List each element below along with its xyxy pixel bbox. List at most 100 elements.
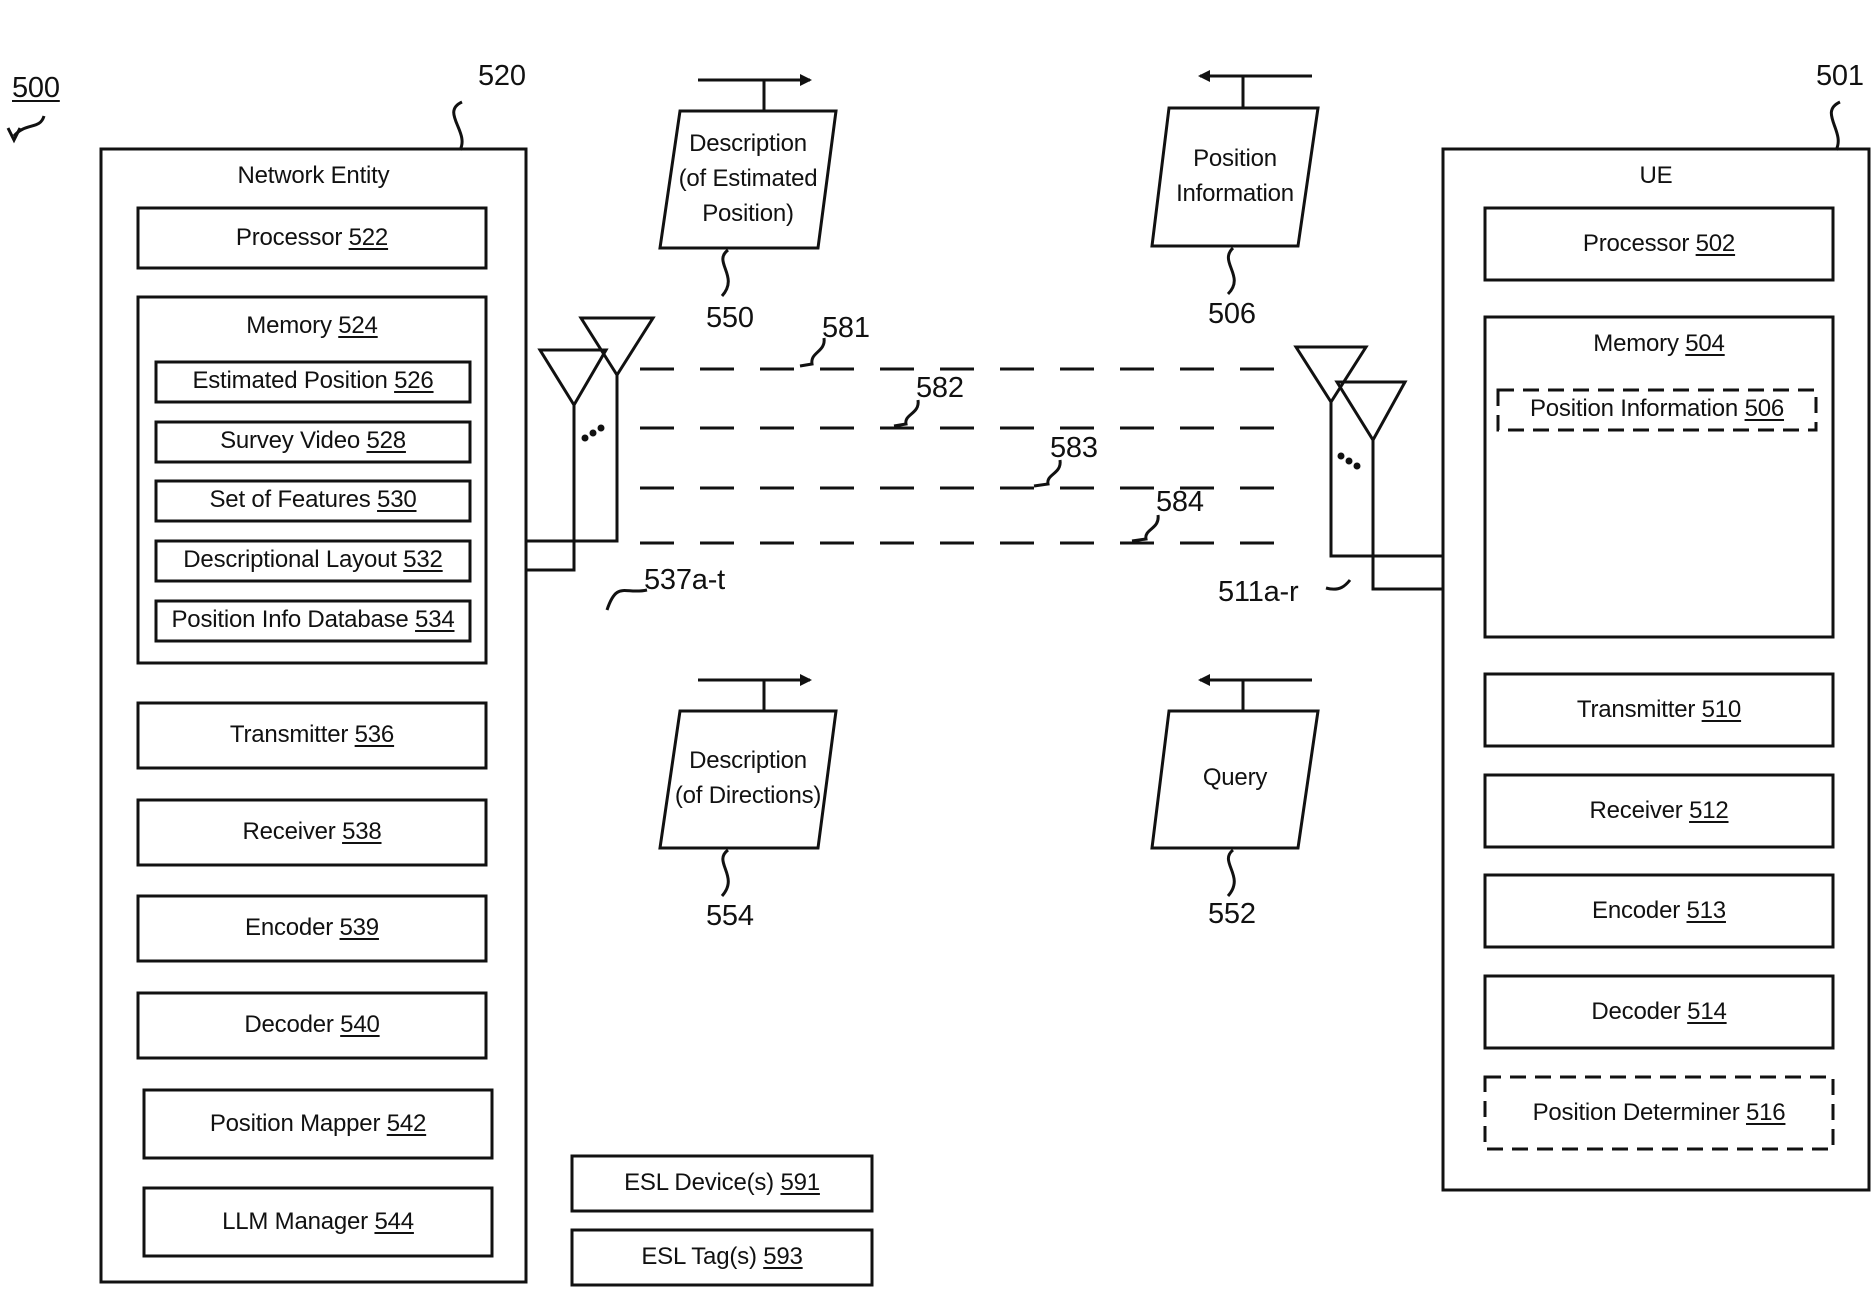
ne-set-of-features-ref: 530 [377,486,416,513]
figure-number: 500 [12,74,60,102]
ue-antenna-feed-1 [1331,402,1443,556]
msg-position-information: Position Information [1152,141,1318,211]
esl-tags-label: ESL Tag(s) [641,1243,756,1270]
ue-transmitter-ref: 510 [1702,696,1741,723]
ue-decoder: Decoder 514 [1485,998,1833,1026]
ne-antenna-2 [540,350,606,405]
ne-memory-ref: 524 [338,312,377,339]
ne-position-info-database: Position Info Database 534 [156,606,470,634]
msg-550-line-1: Description [660,126,836,161]
ne-encoder: Encoder 539 [138,914,486,942]
ue-memory-ref: 504 [1685,330,1724,357]
ue-antennas-ref: 511a-r [1218,578,1298,606]
ue-ref: 501 [1816,62,1864,90]
ne-estimated-position-label: Estimated Position [192,367,387,394]
ne-position-mapper-label: Position Mapper [210,1110,380,1137]
esl-devices-ref: 591 [780,1169,819,1196]
ue-position-determiner-ref: 516 [1746,1099,1785,1126]
ne-estimated-position-ref: 526 [394,367,433,394]
ue-memory-frame [1485,317,1833,637]
ne-processor: Processor 522 [138,224,486,252]
ne-decoder-ref: 540 [340,1011,379,1038]
ue-receiver: Receiver 512 [1485,797,1833,825]
ue-encoder-label: Encoder [1592,897,1680,924]
msg-550-line-3: Position) [660,196,836,231]
ne-transmitter-label: Transmitter [230,721,348,748]
ne-descriptional-layout-label: Descriptional Layout [183,546,396,573]
ne-position-mapper-ref: 542 [387,1110,426,1137]
esl-devices: ESL Device(s) 591 [572,1169,872,1197]
ne-receiver: Receiver 538 [138,818,486,846]
ue-position-determiner-label: Position Determiner [1533,1099,1740,1126]
ne-survey-video-label: Survey Video [220,427,360,454]
ne-position-info-database-ref: 534 [415,606,454,633]
ue-position-determiner: Position Determiner 516 [1485,1099,1833,1127]
ne-antennas-ref: 537a-t [644,566,725,594]
link-583-label: 583 [1050,434,1098,462]
ne-survey-video-ref: 528 [366,427,405,454]
ne-survey-video: Survey Video 528 [156,427,470,455]
ue-receiver-ref: 512 [1689,797,1728,824]
ne-descriptional-layout: Descriptional Layout 532 [156,546,470,574]
ne-llm-manager: LLM Manager 544 [144,1208,492,1236]
network-entity-title: Network Entity [101,162,526,190]
ue-transmitter-label: Transmitter [1577,696,1695,723]
ne-encoder-label: Encoder [245,914,333,941]
ne-set-of-features-label: Set of Features [209,486,370,513]
esl-tags: ESL Tag(s) 593 [572,1243,872,1271]
ue-receiver-label: Receiver [1589,797,1682,824]
ue-antenna-feed-2 [1373,440,1443,589]
ne-memory: Memory 524 [138,312,486,340]
ue-antenna-2 [1337,382,1405,440]
esl-devices-label: ESL Device(s) [624,1169,774,1196]
ne-estimated-position: Estimated Position 526 [156,367,470,395]
esl-tags-ref: 593 [763,1243,802,1270]
network-entity-ref: 520 [478,62,526,90]
msg-506-line-2: Information [1152,176,1318,211]
ne-descriptional-layout-ref: 532 [403,546,442,573]
ue-processor-ref: 502 [1696,230,1735,257]
ne-processor-ref: 522 [349,224,388,251]
ue-processor: Processor 502 [1485,230,1833,258]
ne-antenna-feed-2 [526,405,574,570]
ne-processor-label: Processor [236,224,342,251]
msg-550-line-2: (of Estimated [660,161,836,196]
ue-transmitter: Transmitter 510 [1485,696,1833,724]
ne-transmitter: Transmitter 536 [138,721,486,749]
msg-description-directions: Description (of Directions) [660,743,836,813]
msg-506-ref: 506 [1208,300,1256,328]
ue-antenna-1 [1296,347,1366,402]
link-584-label: 584 [1156,488,1204,516]
msg-552-line-1: Query [1152,760,1318,795]
ne-receiver-ref: 538 [342,818,381,845]
ne-llm-manager-ref: 544 [374,1208,413,1235]
ue-processor-label: Processor [1583,230,1689,257]
ue-encoder: Encoder 513 [1485,897,1833,925]
msg-query: Query [1152,760,1318,795]
msg-554-line-1: Description [660,743,836,778]
msg-554-ref: 554 [706,902,754,930]
ue-title: UE [1443,162,1869,190]
ne-receiver-label: Receiver [242,818,335,845]
ne-decoder-label: Decoder [244,1011,333,1038]
ue-decoder-ref: 514 [1687,998,1726,1025]
ne-transmitter-ref: 536 [355,721,394,748]
ne-set-of-features: Set of Features 530 [156,486,470,514]
ue-frame [1443,149,1869,1190]
ne-llm-manager-label: LLM Manager [222,1208,368,1235]
ue-memory-label: Memory [1593,330,1678,357]
ue-decoder-label: Decoder [1591,998,1680,1025]
ne-antenna-1 [581,318,653,375]
ue-memory: Memory 504 [1485,330,1833,358]
msg-552-ref: 552 [1208,900,1256,928]
ne-memory-label: Memory [246,312,331,339]
ue-position-information-ref: 506 [1745,395,1784,422]
ne-decoder: Decoder 540 [138,1011,486,1039]
msg-506-line-1: Position [1152,141,1318,176]
ne-encoder-ref: 539 [340,914,379,941]
ue-position-information: Position Information 506 [1498,395,1816,423]
link-582-label: 582 [916,374,964,402]
ue-encoder-ref: 513 [1687,897,1726,924]
msg-554-line-2: (of Directions) [660,778,836,813]
